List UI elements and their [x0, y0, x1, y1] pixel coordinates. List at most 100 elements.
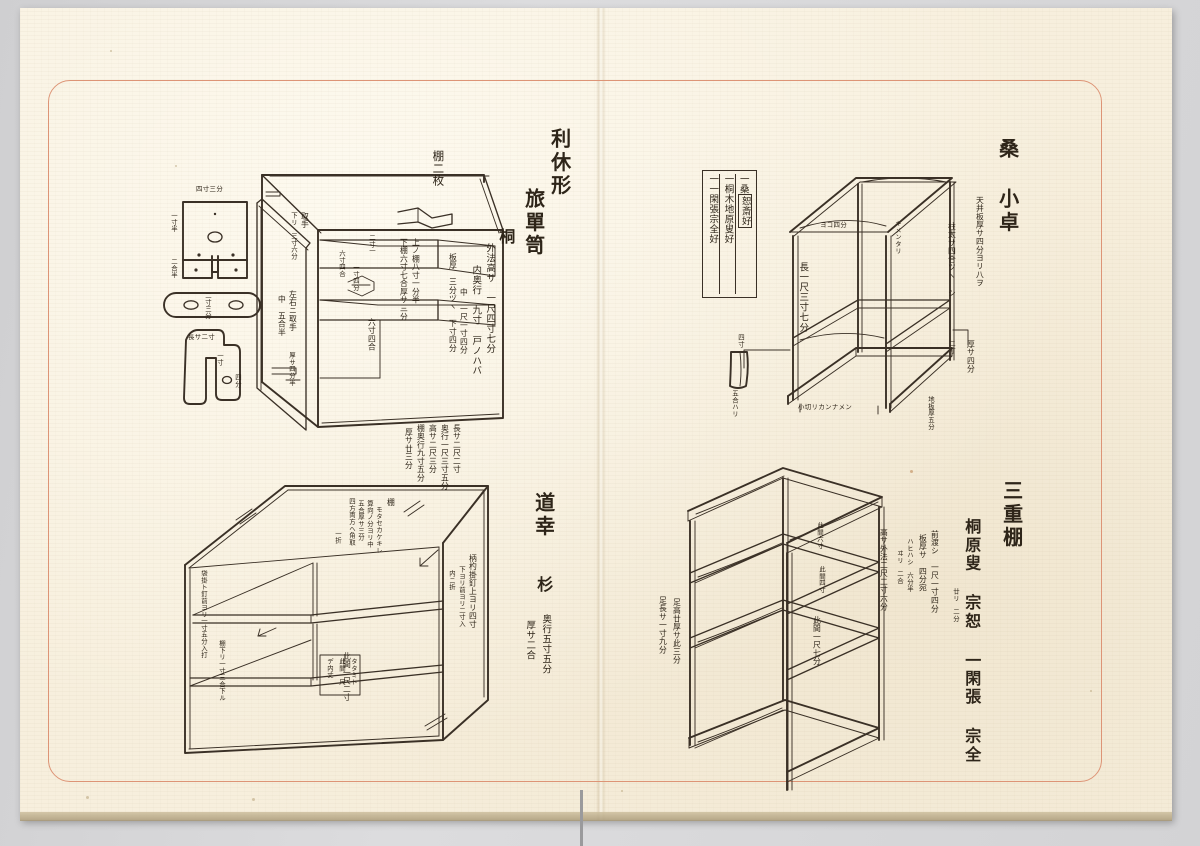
kuwa-wedge-top: 四寸 [736, 334, 745, 348]
tabidansu-mark-0: 二寸一 [367, 234, 376, 255]
tabidansu-spec-r2: 中 一尺一寸四分 [459, 288, 469, 355]
sanjudana-under-0: 前渡シ 一尺一寸四分 [930, 530, 940, 613]
kuwa-maker-col-1: 一 桐木地 原叟好 [719, 174, 734, 294]
tabidansu-mark-3: 六寸四合 [367, 318, 377, 352]
figure-sanjudana-drawing [687, 467, 885, 791]
tabidansu-spec-i1: 下棚六寸七合厚サ三分 [399, 238, 409, 321]
kuwa-maker-1-0: 一 [722, 174, 734, 185]
dokou-inner-label: 此間一尺二寸 [342, 652, 352, 702]
sanjudana-left-1: 足長サ一寸九分 [658, 596, 668, 654]
tabidansu-bottom-1: 奥行一尺三寸五分 [440, 424, 450, 491]
tabidansu-spec-r3: 板厚 三分ヅヽ 下寸四分 [448, 253, 458, 353]
paper-fleck [1090, 690, 1092, 692]
tabidansu-shelf-note: 棚二枚 [431, 150, 446, 187]
sanjudana-left-0: 足高廿厚サ此三分 [672, 598, 682, 665]
tabidansu-spec-r0: 外法高サ 一尺四寸七分 [484, 243, 496, 354]
kuwa-maker-2-1: 一閑張 [707, 184, 719, 215]
kuwa-title: 桑 [995, 138, 1020, 162]
detail-plate-foot: 二合半 [169, 258, 178, 279]
dokou-material: 杉 [534, 576, 554, 595]
kuwa-maker-1-2: 原叟好 [722, 214, 734, 245]
dokou-top-1: モタセカケキレ [374, 506, 383, 554]
tabidansu-spec-l0: 下リ 三寸六分 [289, 212, 298, 260]
tabidansu-bottom-2: 高サ二尺三分 [428, 424, 438, 474]
tabidansu-mark-1: 六寸四合 [337, 250, 346, 278]
center-fold-bottom [580, 790, 583, 846]
center-fold [596, 8, 606, 820]
tabidansu-material: 桐 [496, 228, 516, 247]
kuwa-edge-note-2: ヨコ四分 [820, 221, 848, 229]
dokou-spec-1: 厚サ二合 [524, 620, 536, 661]
sanjudana-under-3: ヰリ 二合 [895, 550, 904, 584]
kuwa-spec-5: 地板厚五分 [926, 396, 935, 430]
tabidansu-spec-l3: 中 五合半 [277, 295, 287, 337]
kuwa-maker-0-2-box: 恕斎好 [737, 194, 752, 229]
dokou-top-2: 算向ノ分ヨリ中 [365, 500, 374, 548]
tabidansu-spec-l2: 左右ニ取手 [288, 290, 298, 332]
kuwa-wedge-bottom: 五合ハリ [730, 390, 739, 418]
dokou-left-1: 棚下リ一寸三合下ル [217, 640, 226, 702]
dokou-top-0: 棚 [386, 498, 396, 507]
sanjudana-inner-2: 此間一尺七分 [812, 616, 822, 666]
dokou-right-0: 柄杓掛釘上ヨリ四寸 [468, 554, 478, 629]
dokou-smallbox-1: 此間一尺 [337, 658, 346, 686]
kuwa-maker-2-0: 一 [707, 174, 719, 185]
figure-tabidansu-drawing [256, 174, 504, 431]
kuwa-maker-0-2: 恕斎好 [739, 196, 751, 227]
detail-strap-label: 二寸三分 [203, 292, 212, 320]
sanjudana-title: 三重棚 [999, 480, 1024, 550]
tabidansu-spec-r1: 内奥行 九寸 戸ノハバ [470, 265, 482, 376]
tabidansu-spec-i0: 上ノ棚八寸一分半 [411, 238, 421, 305]
dokou-top-4: 四方両方ヘ角取 [347, 498, 356, 546]
figure-kuwa-kotaku-drawing [729, 177, 969, 415]
dokou-spec-0: 奥行五寸五分 [540, 614, 552, 675]
tabidansu-subtitle: 旅單笥 [521, 188, 546, 258]
dokou-right-1: 下ヨリ前ヨリ二寸入 [457, 566, 466, 628]
kuwa-spec-3: 二寸 [947, 340, 956, 354]
dokou-left-0: 袋掛ト釘前ヨリ一寸五分入打 [199, 570, 208, 659]
kuwa-edge-note-1: キメンタリ [893, 220, 902, 254]
kuwa-maker-2-2: 宗全好 [707, 214, 719, 245]
paper-fleck [910, 470, 913, 473]
figure-dokou-drawing [184, 485, 489, 754]
kuwa-subtitle: 小卓 [995, 188, 1020, 235]
tabidansu-bottom-3: 棚奥行九寸五分 [416, 424, 426, 482]
detail-plate-label: 四寸三分 [196, 185, 224, 193]
kuwa-maker-0-0: 一 [737, 174, 749, 185]
kuwa-maker-col-0: 一 桑 恕斎好 [734, 174, 754, 294]
kuwa-spec-0: 天井板厚サ四分ヨリ八ヲ [975, 196, 985, 287]
paper-bottom-edge [20, 812, 1172, 821]
dokou-top-3: 五合厚サ三分 [356, 500, 365, 541]
tabidansu-bottom-4: 厚サ廿三分 [404, 428, 414, 470]
paper-fleck [110, 50, 112, 52]
dokou-smallbox-0: タタミト [349, 658, 358, 686]
paper-fleck [175, 165, 177, 167]
kuwa-spec-1: 柱太サ四合ツヽ シ [947, 222, 957, 298]
figure-hardware-details [163, 201, 261, 405]
detail-hook-label: 長サ二寸 [188, 333, 216, 341]
tabidansu-spec-l4: 厚サ四分半 [287, 352, 296, 386]
paper-fleck [621, 790, 623, 792]
tabidansu-bottom-0: 長サ二尺二寸 [452, 424, 462, 474]
dokou-right-2: 内ニ折 [447, 570, 456, 591]
tabidansu-mark-2: 一寸四分 [351, 264, 360, 292]
kuwa-maker-1-1: 桐木地 [722, 184, 734, 215]
kuwa-edge-note-0: 小切リカンナメン [798, 403, 853, 411]
detail-hook-w: 四分 [233, 374, 242, 388]
ruled-border-frame [48, 80, 1102, 782]
kuwa-maker-0-1: 桑 [737, 184, 749, 195]
tabidansu-spec-l1: 取手 [300, 212, 310, 229]
kuwa-spec-2: 長一尺三寸七分 [797, 262, 809, 333]
sanjudana-material: 桐原叟 宗恕 一閑張 宗全 [962, 518, 982, 765]
paper-fleck [252, 798, 255, 801]
sanjudana-under-2: ハヒハシ 六分半 [905, 538, 914, 593]
detail-hook-h: 一寸 [215, 352, 224, 366]
dokou-smallbox-2: デ内丈 [325, 658, 334, 679]
kuwa-maker-col-2: 一 一閑張 宗全好 [705, 174, 719, 294]
dokou-top-5: 一折 [333, 530, 342, 544]
kuwa-maker-table: 一 桑 恕斎好 一 桐木地 原叟好 一 一閑張 宗全好 [702, 170, 757, 298]
dokou-title: 道幸 [531, 492, 556, 539]
paper-fleck [86, 796, 89, 799]
